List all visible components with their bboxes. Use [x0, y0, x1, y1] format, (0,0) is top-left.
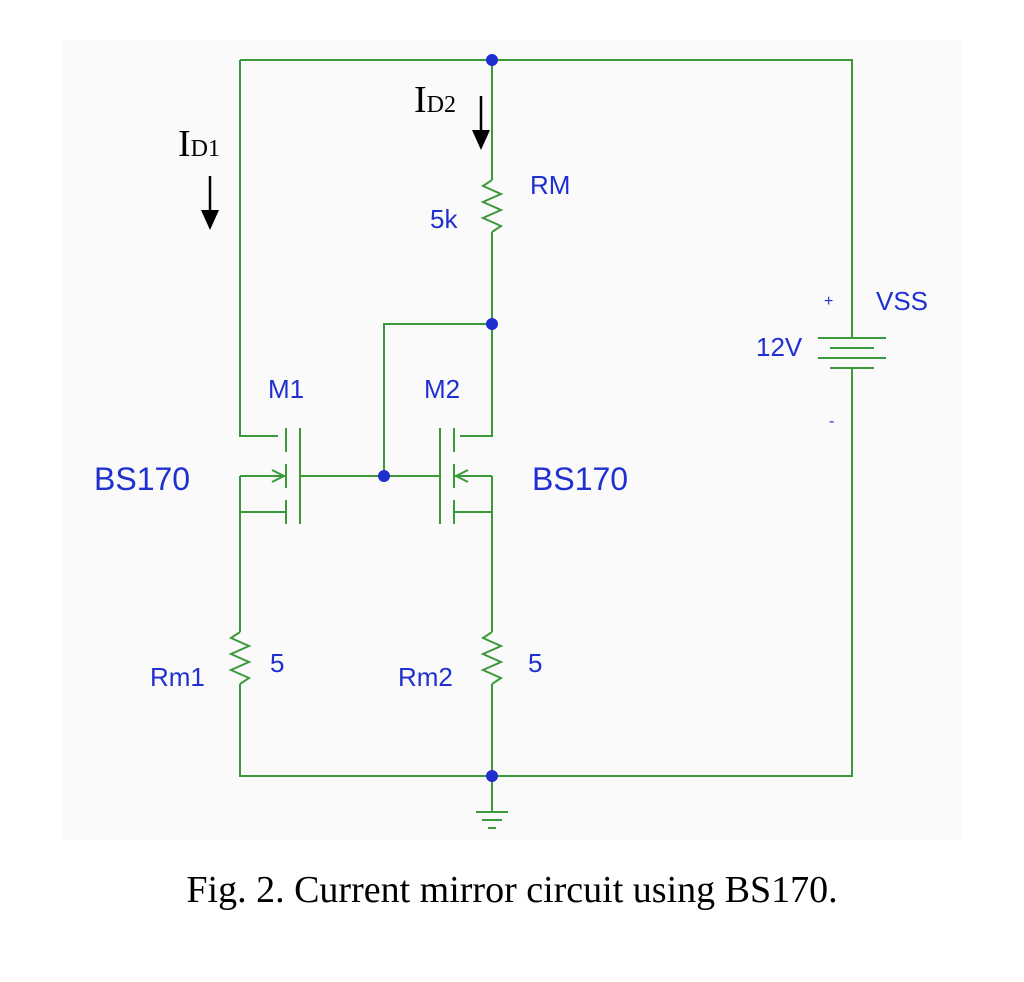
schematic-background: [62, 40, 962, 840]
wire-gate-feedback: [383, 323, 492, 476]
wire-rm-bottom: [460, 232, 493, 437]
wire-rm1-bottom: [239, 420, 853, 777]
junction-top: [486, 54, 498, 66]
mosfet-m2: [439, 428, 493, 524]
label-m2-name: M2: [424, 374, 460, 404]
resistor-rm: [480, 179, 504, 233]
resistor-rm2: [480, 631, 504, 685]
figure-caption: Fig. 2. Current mirror circuit using BS1…: [186, 869, 838, 911]
wire-m1-drain: [239, 60, 278, 437]
label-rm1-value: 5: [270, 648, 284, 678]
label-m2-model: BS170: [532, 461, 628, 497]
label-vss-value: 12V: [756, 332, 803, 362]
label-id2: ID2: [414, 79, 456, 121]
label-rm2-name: Rm2: [398, 662, 453, 692]
battery-vss: [818, 300, 886, 420]
label-m1-name: M1: [268, 374, 304, 404]
label-rm-name: RM: [530, 170, 570, 200]
label-id1: ID1: [178, 123, 220, 165]
resistor-rm1: [228, 631, 252, 685]
label-m1-model: BS170: [94, 461, 190, 497]
junction-ground: [486, 770, 498, 782]
wire-top-rail: [240, 59, 853, 300]
label-vss-minus: -: [829, 413, 834, 430]
circuit-schematic: ID1 ID2 RM 5k VSS 12V + - M1 M2 BS170 BS…: [62, 40, 962, 840]
mosfet-m1: [239, 428, 301, 524]
label-rm-value: 5k: [430, 204, 458, 234]
label-vss-name: VSS: [876, 286, 928, 316]
label-vss-plus: +: [824, 293, 833, 310]
arrow-id1: [201, 176, 219, 230]
junction-gate: [378, 470, 390, 482]
ground-symbol: [476, 811, 508, 829]
label-rm1-name: Rm1: [150, 662, 205, 692]
junction-rm-drain: [486, 318, 498, 330]
arrow-id2: [472, 96, 490, 150]
label-rm2-value: 5: [528, 648, 542, 678]
